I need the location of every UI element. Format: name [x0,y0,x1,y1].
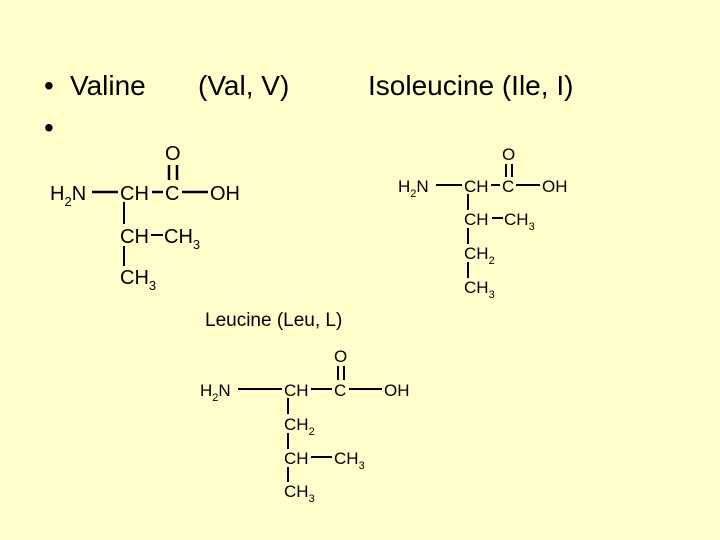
valine-structure: O H2N CH C OH CH CH3 CH3 [50,143,240,293]
valine-beta-carbon: CH [120,226,149,248]
bullet-2: • [44,112,54,143]
valine-amine: H2N [50,183,86,209]
isoleucine-carbonyl-o: O [502,145,515,164]
valine-lower-methyl: CH3 [120,267,156,293]
leucine-alpha-carbon: CH [284,381,309,400]
isoleucine-side-methyl: CH3 [504,210,535,233]
valine-hydroxyl: OH [210,183,240,205]
isoleucine-carboxyl-c: C [502,177,514,196]
leucine-caption: Leucine (Leu, L) [205,310,343,331]
leucine-gamma-carbon: CH [284,449,309,468]
isoleucine-beta-carbon: CH [464,210,489,229]
isoleucine-amine: H2N [398,177,429,200]
isoleucine-heading: Isoleucine (Ile, I) [368,70,574,101]
leucine-beta-carbon: CH2 [284,415,315,438]
leucine-delta-methyl: CH3 [284,482,315,505]
bullet-1: • [44,70,54,101]
valine-carboxyl-c: C [165,183,179,205]
valine-alpha-carbon: CH [120,183,149,205]
leucine-side-methyl: CH3 [334,449,365,472]
isoleucine-alpha-carbon: CH [464,177,489,196]
isoleucine-gamma-carbon: CH2 [464,244,495,267]
valine-side-methyl: CH3 [164,226,200,252]
leucine-carbonyl-o: O [334,347,347,366]
leucine-hydroxyl: OH [384,381,410,400]
isoleucine-structure: O H2N CH C OH CH CH3 CH2 CH3 [398,145,568,301]
isoleucine-delta-methyl: CH3 [464,278,495,301]
leucine-amine: H2N [200,381,231,404]
leucine-structure: O H2N CH C OH CH2 CH CH3 CH3 [200,347,410,505]
leucine-carboxyl-c: C [334,381,346,400]
valine-abbreviation: (Val, V) [198,70,290,101]
valine-heading: Valine [70,70,146,101]
isoleucine-hydroxyl: OH [542,177,568,196]
valine-carbonyl-o: O [165,143,181,165]
